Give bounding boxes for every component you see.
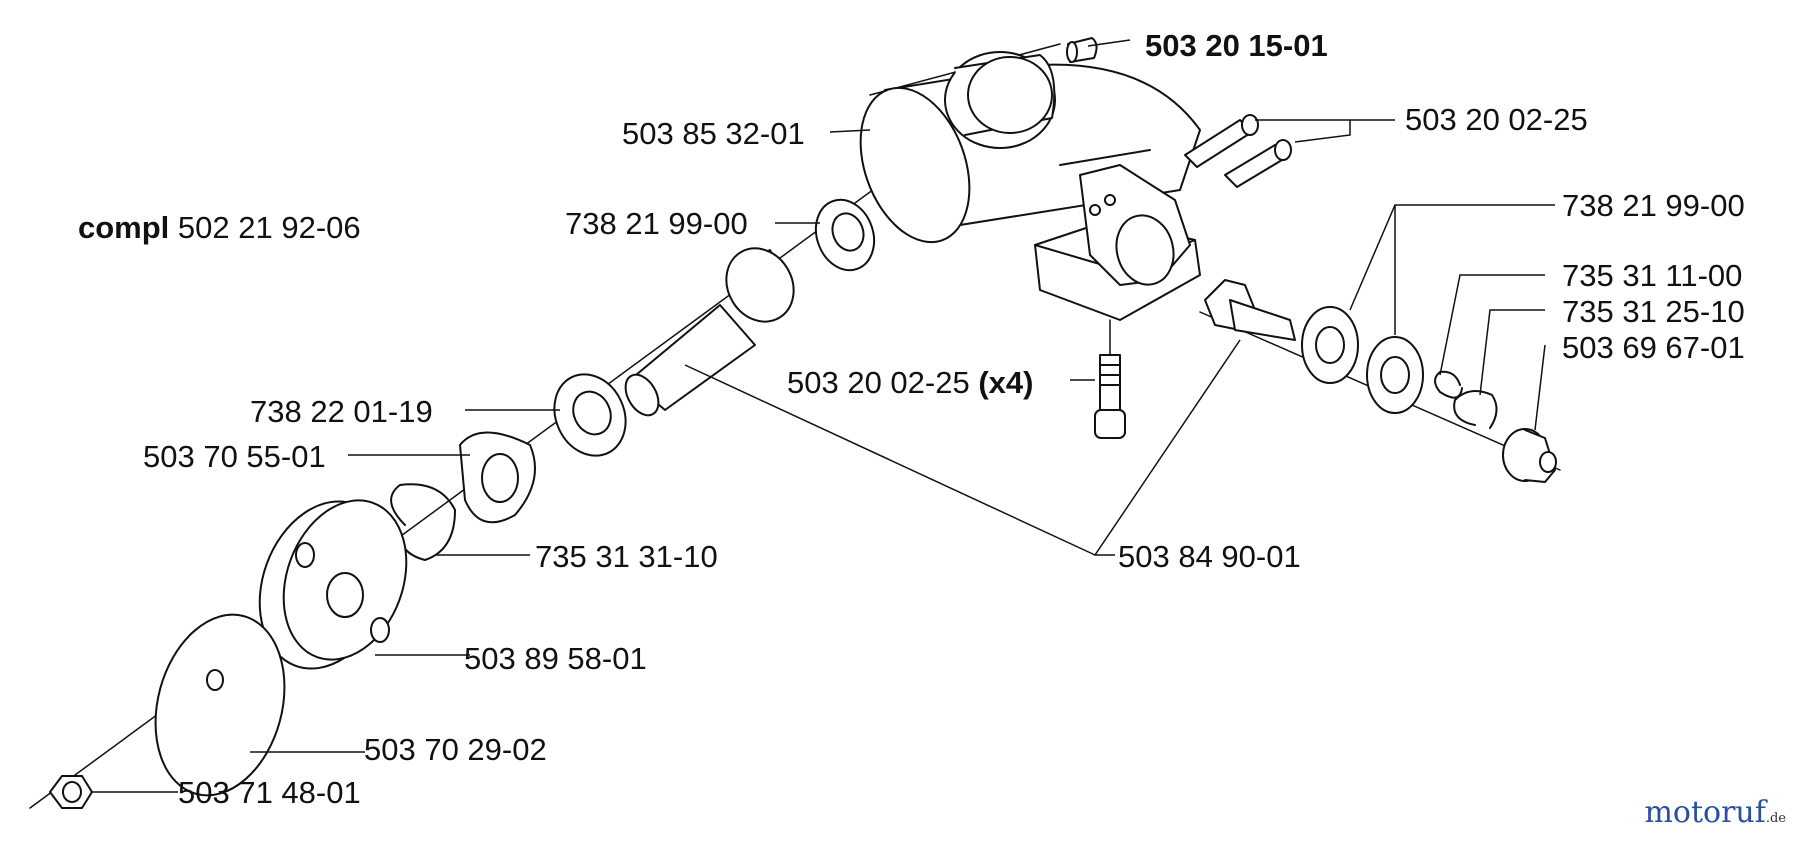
part-bearing-left: [814, 198, 876, 272]
part-circlip-small: [1434, 370, 1463, 399]
part-spacer: [1502, 428, 1557, 483]
part-bolts-upper: [1184, 114, 1292, 188]
part-screw-small: [1066, 37, 1098, 63]
part-thrust-washer: [459, 431, 536, 524]
part-nut: [49, 775, 93, 809]
part-bearing-right-a: [1301, 306, 1359, 384]
part-label-738-21-99-00-right: 738 21 99-00: [1562, 188, 1745, 223]
part-label-738-22-01-19: 738 22 01-19: [250, 394, 433, 429]
assembly-label: compl 502 21 92-06: [78, 212, 361, 243]
assembly-label-number: 502 21 92-06: [177, 210, 361, 245]
part-label-503-70-29-02: 503 70 29-02: [364, 732, 547, 767]
part-circlip-large: [390, 483, 456, 561]
part-label-738-21-99-00-left: 738 21 99-00: [565, 206, 748, 241]
part-label-503-89-58-01: 503 89 58-01: [464, 641, 647, 676]
watermark-text: motoruf: [1644, 795, 1766, 830]
part-splined-shaft: [624, 247, 795, 417]
part-bolt-lower: [1094, 319, 1126, 439]
part-bevel-gear: [1204, 279, 1296, 341]
part-bearing-right-b: [1366, 336, 1424, 414]
part-label-503-20-15-01: 503 20 15-01: [1145, 28, 1328, 63]
part-label-503-70-55-01: 503 70 55-01: [143, 439, 326, 474]
part-quantity: (x4): [978, 365, 1034, 400]
part-label-503-71-48-01: 503 71 48-01: [178, 775, 361, 810]
part-label-503-85-32-01: 503 85 32-01: [622, 116, 805, 151]
part-circlip-medium: [1453, 390, 1498, 429]
part-label-503-20-02-25: 503 20 02-25: [1405, 102, 1588, 137]
part-label-735-31-25-10: 735 31 25-10: [1562, 294, 1745, 329]
part-drive-disc: [258, 499, 408, 670]
part-label-503-69-67-01: 503 69 67-01: [1562, 330, 1745, 365]
part-label-735-31-31-10: 735 31 31-10: [535, 539, 718, 574]
part-label-503-84-90-01: 503 84 90-01: [1118, 539, 1301, 574]
assembly-label-prefix: compl: [78, 210, 170, 245]
part-support-cup: [154, 613, 286, 797]
leader-lines: [92, 39, 1555, 793]
part-label-503-20-02-25-x4: 503 20 02-25 (x4): [787, 367, 1033, 398]
watermark-logo: motoruf.de: [1644, 795, 1786, 830]
part-gear-housing: [859, 51, 1201, 321]
part-bearing-shaft: [553, 373, 627, 457]
part-label-735-31-11-00: 735 31 11-00: [1562, 258, 1743, 293]
watermark-suffix: .de: [1765, 811, 1786, 826]
part-number: 503 20 02-25: [787, 365, 970, 400]
